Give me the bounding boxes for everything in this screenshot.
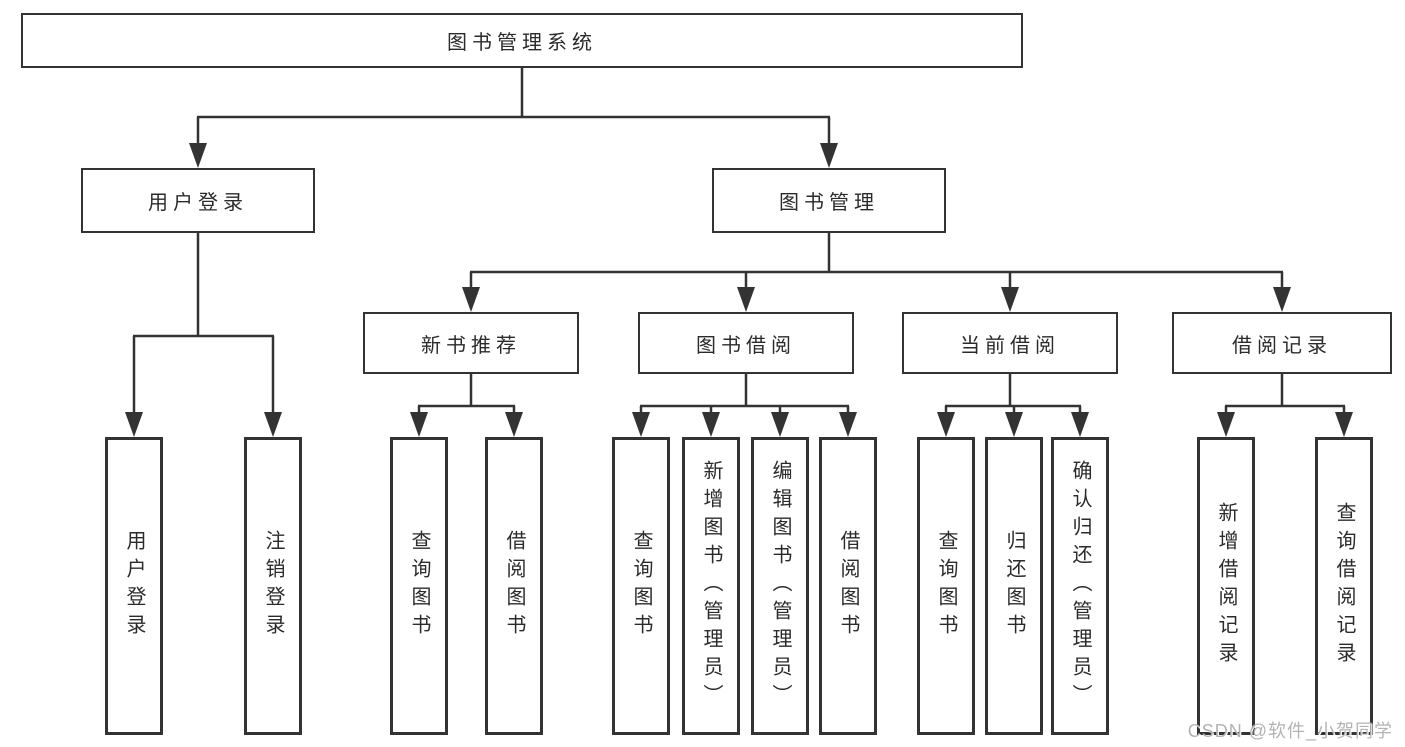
leaf-logout: 注销登录 (244, 437, 302, 735)
node-new-book-recommend: 新书推荐 (363, 312, 579, 374)
node-book-borrow: 图书借阅 (638, 312, 854, 374)
leaf-add-books-admin-label: 新增图书（管理员） (700, 460, 722, 712)
leaf-add-borrow-record-label: 新增借阅记录 (1215, 502, 1237, 670)
connector-bookmgmt-to-level3 (469, 233, 1284, 290)
leaf-edit-books-admin: 编辑图书（管理员） (751, 437, 809, 735)
leaf-query-borrow-record: 查询借阅记录 (1315, 437, 1373, 735)
connector-bookborrow-to-leaves (639, 374, 850, 415)
node-book-management: 图书管理 (712, 168, 946, 233)
node-borrow-records: 借阅记录 (1172, 312, 1392, 374)
node-current-borrow: 当前借阅 (902, 312, 1118, 374)
leaf-borrow-books-recommend-label: 借阅图书 (503, 530, 525, 642)
connector-root-to-level2 (196, 68, 831, 146)
leaf-add-books-admin: 新增图书（管理员） (682, 437, 740, 735)
leaf-confirm-return-admin: 确认归还（管理员） (1051, 437, 1109, 735)
leaf-add-borrow-record: 新增借阅记录 (1197, 437, 1255, 735)
leaf-query-books-borrow: 查询图书 (612, 437, 670, 735)
leaf-borrow-books: 借阅图书 (819, 437, 877, 735)
leaf-borrow-books-recommend: 借阅图书 (485, 437, 543, 735)
node-user-login: 用户登录 (81, 168, 315, 233)
leaf-query-books-current: 查询图书 (917, 437, 975, 735)
csdn-watermark: CSDN @软件_小贺同学 (1187, 721, 1393, 741)
leaf-borrow-books-label: 借阅图书 (837, 530, 859, 642)
leaf-return-books: 归还图书 (985, 437, 1043, 735)
leaf-query-books-borrow-label: 查询图书 (630, 530, 652, 642)
leaf-query-books-current-label: 查询图书 (935, 530, 957, 642)
leaf-confirm-return-admin-label: 确认归还（管理员） (1069, 460, 1091, 712)
leaf-user-login-label: 用户登录 (123, 530, 145, 642)
connector-newbook-to-leaves (417, 374, 516, 415)
leaf-user-login: 用户登录 (105, 437, 163, 735)
leaf-query-books-recommend-label: 查询图书 (408, 530, 430, 642)
leaf-query-books-recommend: 查询图书 (390, 437, 448, 735)
leaf-query-borrow-record-label: 查询借阅记录 (1333, 502, 1355, 670)
connector-userlogin-to-leaves (132, 233, 275, 415)
arrowheads (125, 143, 1353, 437)
node-library-system: 图书管理系统 (21, 13, 1023, 68)
connector-currentborrow-to-leaves (944, 374, 1082, 415)
leaf-return-books-label: 归还图书 (1003, 530, 1025, 642)
connector-records-to-leaves (1224, 374, 1346, 415)
leaf-edit-books-admin-label: 编辑图书（管理员） (769, 460, 791, 712)
leaf-logout-label: 注销登录 (262, 530, 284, 642)
